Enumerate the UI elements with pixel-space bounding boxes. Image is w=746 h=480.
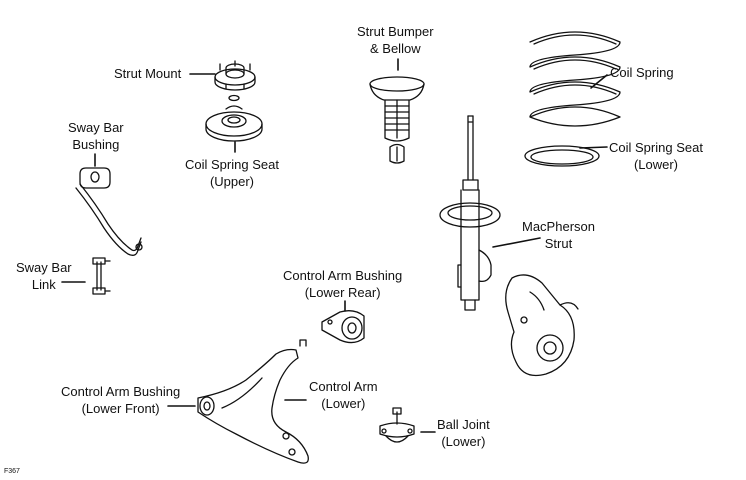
label-sway-bar-link: Sway Bar Link: [16, 260, 72, 292]
coil-spring-part: [529, 31, 621, 127]
strut-mount-part: [214, 60, 256, 102]
macpherson-strut-part: [439, 115, 501, 311]
control-arm-bushing-rear-part: [321, 310, 365, 344]
label-sway-bar-bushing: Sway Bar Bushing: [68, 120, 124, 152]
label-macpherson-strut: MacPherson Strut: [522, 219, 595, 251]
label-coil-spring-seat-upper: Coil Spring Seat (Upper): [185, 157, 279, 189]
coil-spring-seat-lower-part: [524, 145, 600, 167]
sway-bar-bushing-part: [79, 167, 111, 189]
label-coil-spring-seat-lower: Coil Spring Seat (Lower): [609, 140, 703, 172]
sway-bar-part: [75, 183, 143, 256]
label-coil-spring: Coil Spring: [610, 65, 674, 80]
label-ball-joint-lower: Ball Joint (Lower): [437, 417, 490, 449]
leader-lines: [61, 58, 608, 433]
label-control-arm-bushing-lower-front: Control Arm Bushing (Lower Front): [61, 384, 181, 416]
label-strut-mount: Strut Mount: [114, 66, 182, 81]
sway-bar-link-part: [92, 257, 111, 295]
control-arm-part: [197, 339, 309, 464]
label-strut-bumper-bellow: Strut Bumper & Bellow: [357, 24, 434, 56]
strut-bumper-part: [369, 76, 425, 164]
label-control-arm-bushing-lower-rear: Control Arm Bushing (Lower Rear): [283, 268, 403, 300]
label-control-arm-lower: Control Arm (Lower): [309, 379, 378, 411]
ball-joint-part: [379, 407, 415, 443]
figure-id: F367: [4, 468, 20, 475]
steering-knuckle-part: [505, 274, 579, 377]
coil-spring-seat-upper-part: [205, 105, 263, 142]
